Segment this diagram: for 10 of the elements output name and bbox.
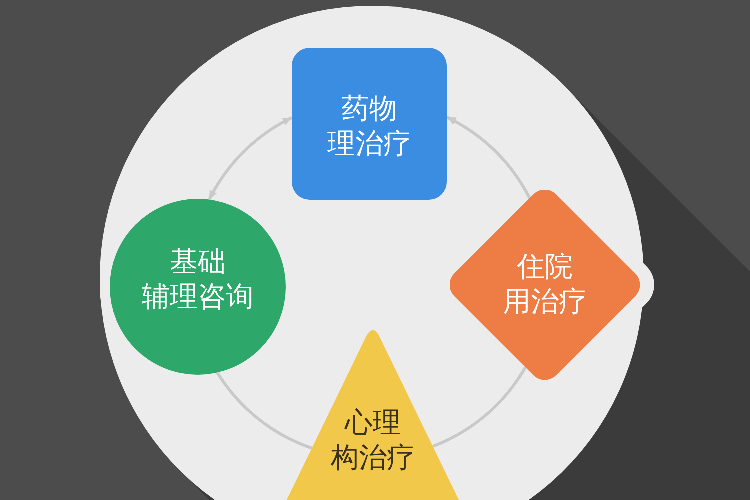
connector-arc [432,366,527,448]
topic-triangle [287,330,459,500]
node-label: 基础辅理咨询 [142,244,254,314]
node-label: 住院用治疗 [503,249,587,319]
node-label: 药物理治疗 [328,91,412,161]
connector-arc [446,116,532,199]
connector-arc [216,371,313,450]
connector-arc [208,116,293,200]
node-label: 心理构治疗 [331,405,415,475]
topic-square [292,48,447,200]
